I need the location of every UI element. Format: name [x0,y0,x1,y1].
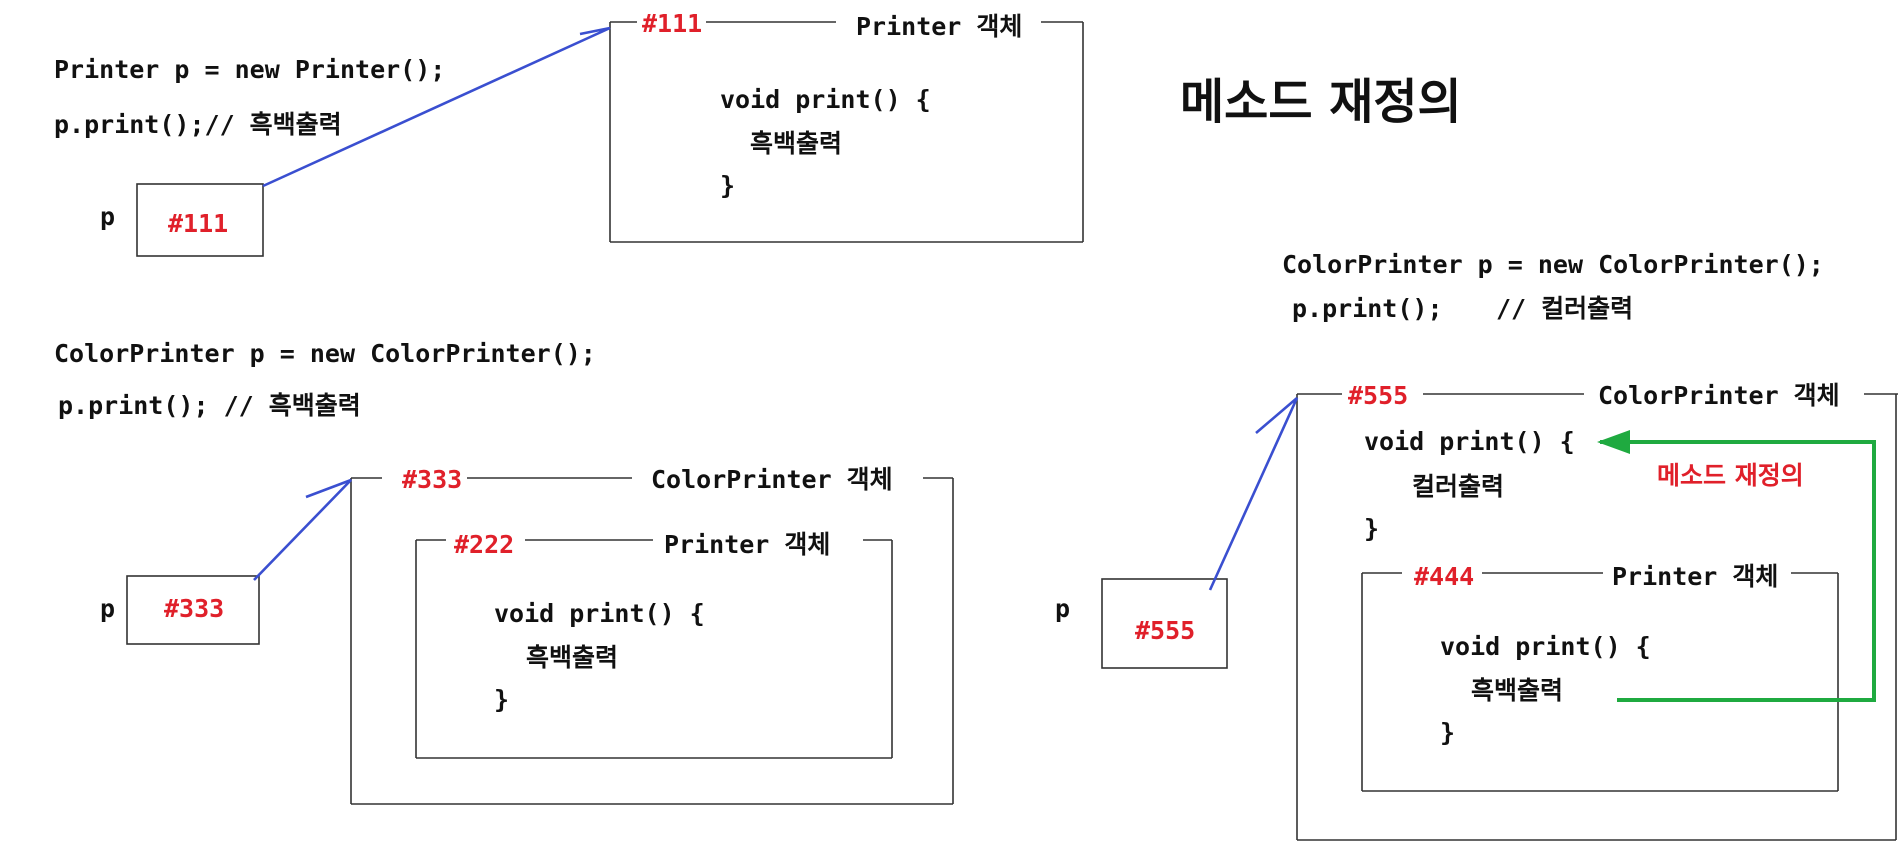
object-address: #111 [642,9,702,38]
method-close: } [1364,514,1379,543]
object-name: Printer 객체 [1612,562,1778,591]
override-arrowhead-icon [1597,430,1630,454]
variable-label: p [100,202,115,231]
code-line: ColorPrinter p = new ColorPrinter(); [54,339,596,368]
method-body: 흑백출력 [1471,676,1563,705]
reference-address: #333 [164,594,224,623]
variable-label: p [100,594,115,623]
reference-arrow [1208,397,1299,591]
method-body: 흑백출력 [750,129,842,158]
code-comment: // 컬러출력 [1496,294,1633,323]
method-signature: void print() { [1364,427,1575,456]
reference-arrow [253,478,352,581]
printer-object-frame [415,539,893,759]
method-signature: void print() { [494,599,705,628]
reference-variable-box [136,183,264,257]
object-address: #222 [454,530,514,559]
reference-address: #111 [168,209,228,238]
reference-address: #555 [1135,616,1195,645]
method-signature: void print() { [1440,632,1651,661]
object-name: ColorPrinter 객체 [1598,381,1840,410]
code-line: p.print(); // 흑백출력 [58,391,361,420]
scene-3: ColorPrinter p = new ColorPrinter(); p.p… [1055,250,1898,841]
code-line: ColorPrinter p = new ColorPrinter(); [1282,250,1824,279]
reference-variable-box [1101,578,1228,669]
object-address: #333 [402,465,462,494]
method-close: } [494,685,509,714]
object-name: ColorPrinter 객체 [651,465,893,494]
printer-object-frame [1361,572,1839,792]
colorprinter-object-frame [1296,393,1898,841]
code-line: Printer p = new Printer(); [54,55,445,84]
object-name: Printer 객체 [664,530,830,559]
scene-1: Printer p = new Printer(); p.print();// … [54,9,1084,257]
object-address: #444 [1414,562,1474,591]
code-line: p.print(); [1292,294,1443,323]
code-line: p.print();// 흑백출력 [54,110,342,139]
page-title: 메소드 재정의 [1180,74,1462,130]
override-label: 메소드 재정의 [1657,461,1804,490]
scene-2: ColorPrinter p = new ColorPrinter(); p.p… [54,339,954,805]
colorprinter-object-frame [350,477,954,805]
override-connector [1600,440,1876,702]
reference-variable-box [126,575,260,645]
variable-label: p [1055,594,1070,623]
reference-arrow [262,26,611,188]
method-body: 흑백출력 [526,643,618,672]
object-address: #555 [1348,381,1408,410]
printer-object-frame [609,21,1084,243]
method-body: 컬러출력 [1412,472,1504,501]
object-name: Printer 객체 [856,12,1022,41]
method-signature: void print() { [720,85,931,114]
method-close: } [720,171,735,200]
method-close: } [1440,718,1455,747]
